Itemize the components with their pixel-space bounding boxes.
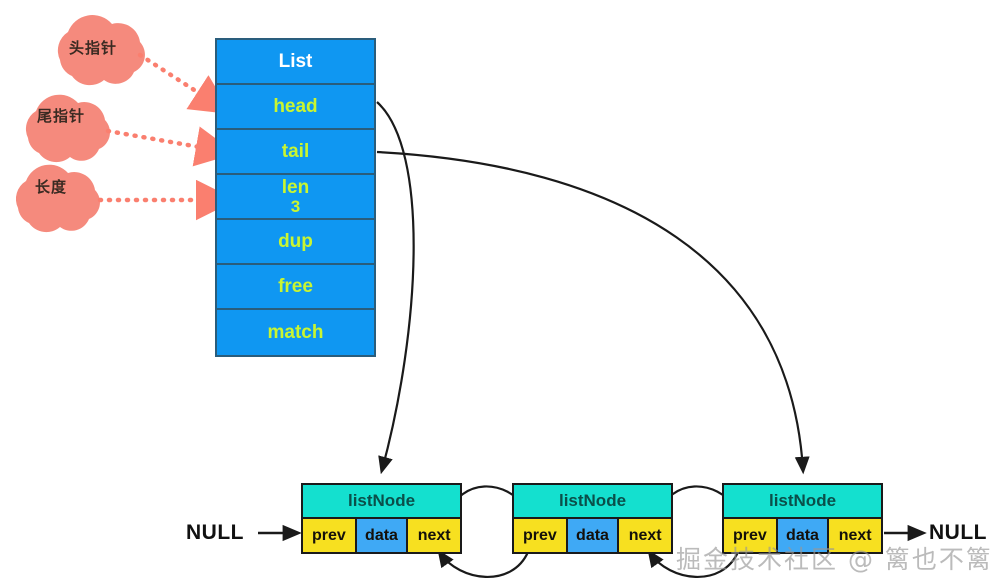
list-node-1-header: listNode <box>303 485 460 517</box>
list-node-2-header-text: listNode <box>558 491 627 510</box>
curve-tail-to-node3 <box>376 150 810 475</box>
list-struct-box[interactable]: List head tail len 3 dup free match <box>215 38 376 357</box>
list-node-2-prev[interactable]: prev <box>514 519 568 552</box>
list-node-3-next[interactable]: next <box>829 519 881 552</box>
cloud-length <box>15 164 100 233</box>
list-field-len[interactable]: len 3 <box>217 175 374 220</box>
list-field-head-label: head <box>273 95 318 117</box>
dotted-arrow-head <box>137 52 232 115</box>
list-node-2-header: listNode <box>514 485 671 517</box>
list-node-2-data[interactable]: data <box>567 519 620 552</box>
list-node-3-prev[interactable]: prev <box>724 519 778 552</box>
list-node-1-header-text: listNode <box>347 491 416 510</box>
list-node-2[interactable]: listNode prev data next <box>512 483 673 554</box>
cloud-label-length: 长度 <box>34 179 67 196</box>
cloud-label-tail-pointer: 尾指针 <box>36 108 85 125</box>
list-node-3-header: listNode <box>724 485 881 517</box>
null-terminator-right: NULL <box>929 521 987 544</box>
list-field-head[interactable]: head <box>217 85 374 130</box>
list-field-tail[interactable]: tail <box>217 130 374 175</box>
list-node-3-data[interactable]: data <box>777 519 830 552</box>
dotted-arrow-tail <box>105 126 237 167</box>
list-node-3[interactable]: listNode prev data next <box>722 483 883 554</box>
curve-node3-prev-to-node2-next <box>647 549 740 578</box>
null-terminator-left: NULL <box>186 521 244 544</box>
list-node-2-next[interactable]: next <box>619 519 671 552</box>
list-field-free-label: free <box>278 275 313 297</box>
list-node-1-fields: prev data next <box>303 517 460 552</box>
list-node-1-data[interactable]: data <box>356 519 409 552</box>
list-field-match-label: match <box>267 321 324 343</box>
curve-head-to-node1 <box>376 101 415 475</box>
list-node-2-fields: prev data next <box>514 517 671 552</box>
curve-node2-prev-to-node1-next <box>437 549 530 578</box>
list-field-len-value: 3 <box>290 196 301 216</box>
list-node-3-fields: prev data next <box>724 517 881 552</box>
list-field-len-label: len <box>281 176 310 198</box>
list-field-dup-label: dup <box>278 230 313 252</box>
list-node-3-header-text: listNode <box>768 491 837 510</box>
list-node-1[interactable]: listNode prev data next <box>301 483 462 554</box>
list-field-tail-label: tail <box>281 140 310 162</box>
list-field-match[interactable]: match <box>217 310 374 355</box>
list-field-free[interactable]: free <box>217 265 374 310</box>
cloud-label-head-pointer: 头指针 <box>68 40 117 57</box>
list-struct-title-text: List <box>278 50 313 72</box>
list-struct-title: List <box>217 40 374 85</box>
list-field-dup[interactable]: dup <box>217 220 374 265</box>
list-node-1-prev[interactable]: prev <box>303 519 357 552</box>
list-node-1-next[interactable]: next <box>408 519 460 552</box>
